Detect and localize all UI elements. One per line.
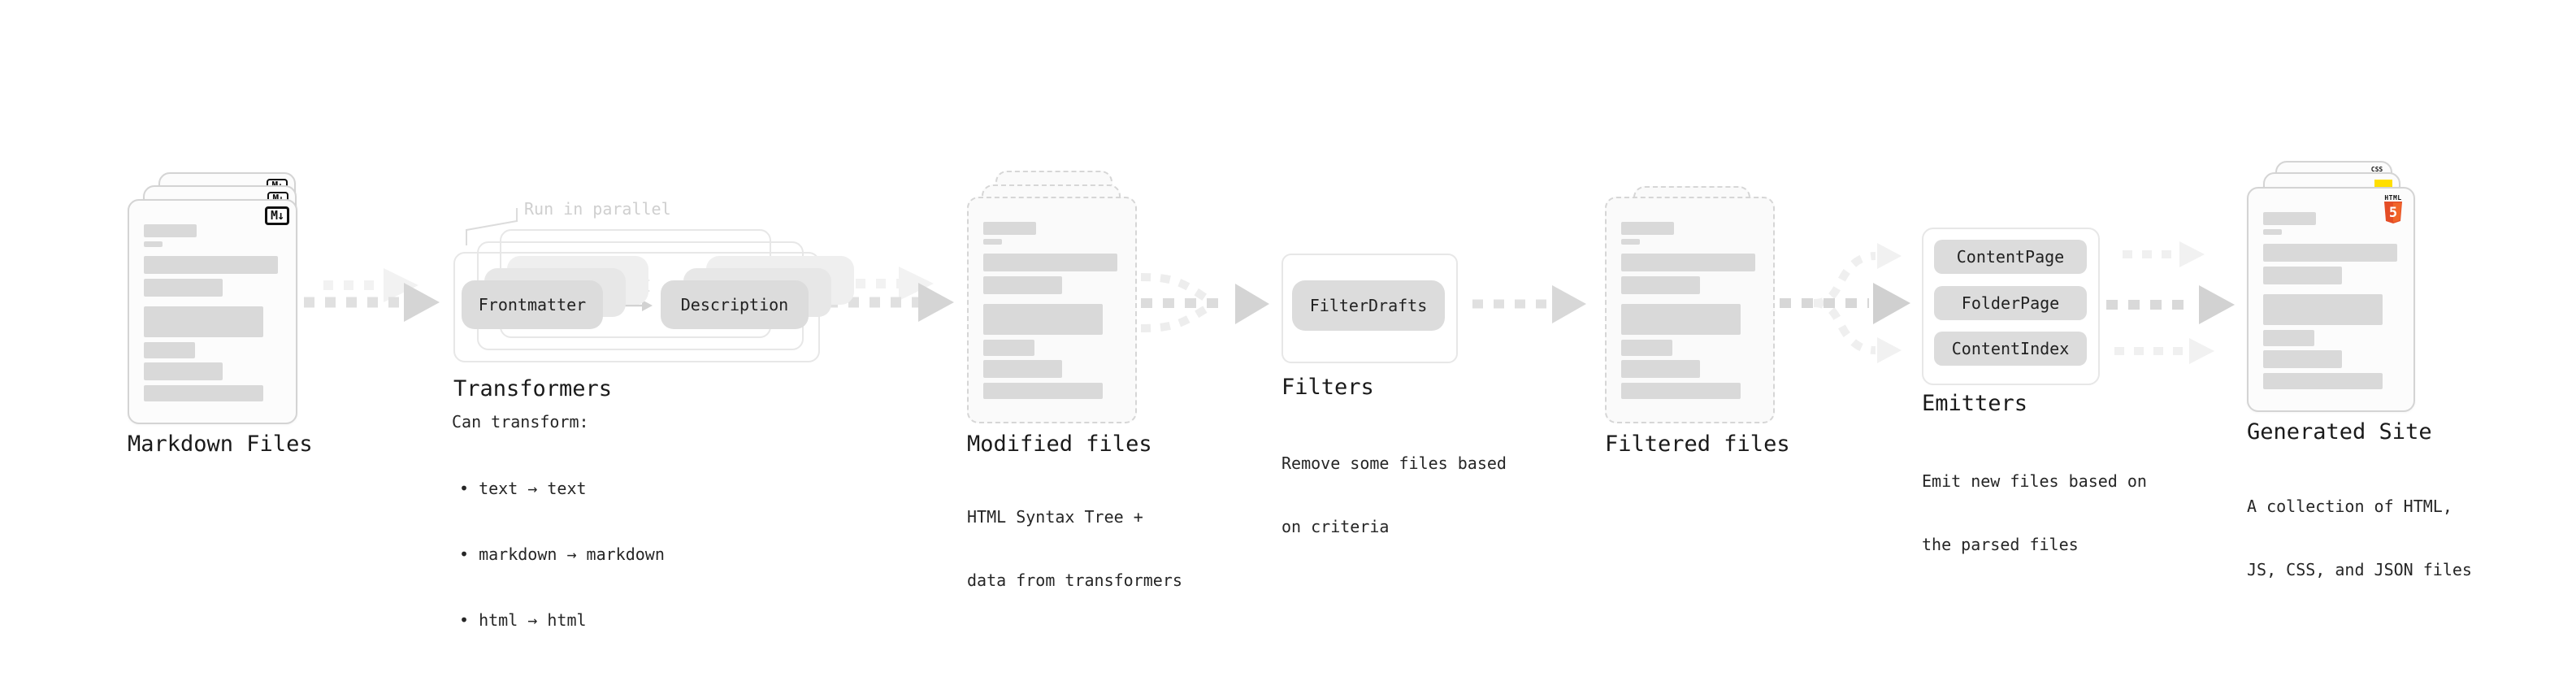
text-line-placeholder [2263,267,2342,284]
text-line-placeholder [983,360,1062,378]
transformers-title: Transformers [453,376,613,401]
text-line-placeholder [1621,239,1640,245]
html5-word: HTML [2384,194,2402,202]
filters-desc: Remove some files based on criteria [1281,410,1507,579]
text-line-placeholder [983,340,1034,356]
desc-line: data from transformers [967,570,1182,590]
modified-files-desc: HTML Syntax Tree + data from transformer… [967,464,1182,633]
text-line-placeholder [983,239,1002,245]
text-line-placeholder [983,254,1117,271]
bullet-item: • markdown → markdown [459,544,665,564]
site-file-html: HTML 5 [2247,187,2415,412]
desc-line: Remove some files based [1281,453,1507,473]
contentindex-pill: ContentIndex [1934,332,2087,366]
text-line-placeholder [1621,340,1672,356]
desc-line: the parsed files [1922,535,2079,554]
text-line-placeholder [1621,222,1674,235]
bullet-item: • text → text [459,479,587,498]
description-pill: Description [661,280,809,329]
generated-site-label: Generated Site [2247,419,2432,445]
contentpage-pill: ContentPage [1934,240,2087,274]
desc-line: on criteria [1281,517,1390,536]
transformers-desc-heading: Can transform: [452,412,589,432]
text-line-placeholder [2263,373,2383,389]
text-line-placeholder [144,385,263,401]
transformers-bullet-list: • text → text • markdown → markdown • ht… [459,434,665,675]
text-line-placeholder [144,342,195,358]
text-line-placeholder [983,276,1062,294]
text-line-placeholder [2263,350,2342,368]
text-line-placeholder [1621,360,1700,378]
arrow-filtered-to-emitters [1780,243,1910,363]
text-line-placeholder [983,383,1103,399]
text-line-placeholder [144,306,263,337]
text-line-placeholder [144,224,197,237]
text-line-placeholder [2263,294,2383,325]
text-line-placeholder [2263,229,2282,235]
text-line-placeholder [1621,254,1755,271]
text-line-placeholder [144,362,223,380]
filtered-file-front [1605,197,1775,423]
filterdrafts-pill: FilterDrafts [1292,280,1445,331]
css-label: CSS [2370,166,2383,173]
text-line-placeholder [983,304,1103,335]
arrow-filters-to-filtered [1472,285,1586,323]
text-line-placeholder [144,256,278,274]
emitters-title: Emitters [1922,391,2028,416]
svg-text:5: 5 [2389,205,2397,221]
generated-site-desc: A collection of HTML, JS, CSS, and JSON … [2247,453,2472,622]
modified-files-label: Modified files [967,432,1152,457]
text-line-placeholder [2263,330,2314,346]
text-line-placeholder [144,279,223,297]
markdown-file-front: M↓ [128,199,297,424]
text-line-placeholder [1621,304,1741,335]
text-line-placeholder [1621,276,1700,294]
markdown-icon: M↓ [264,206,289,225]
bullet-item: • html → html [459,610,587,630]
folderpage-pill: FolderPage [1934,286,2087,320]
arrow-markdown-to-transformers [304,268,440,322]
modified-file-front [967,197,1137,423]
frontmatter-pill: Frontmatter [462,280,603,329]
html5-shield: 5 [2384,202,2402,223]
text-line-placeholder [2263,212,2316,225]
text-line-placeholder [2263,244,2397,262]
text-line-placeholder [144,241,163,247]
arrow-modified-to-filters [1140,273,1269,332]
markdown-files-label: Markdown Files [128,432,313,457]
arrow-emitters-to-site [2106,241,2235,364]
desc-line: HTML Syntax Tree + [967,507,1143,527]
filtered-files-label: Filtered files [1605,432,1790,457]
desc-line: Emit new files based on [1922,471,2147,491]
emitters-desc: Emit new files based on the parsed files [1922,428,2147,597]
text-line-placeholder [983,222,1036,235]
text-line-placeholder [1621,383,1741,399]
filters-title: Filters [1281,375,1374,400]
run-in-parallel-annotation: Run in parallel [524,199,671,219]
html5-icon: HTML 5 [2383,194,2404,227]
desc-line: A collection of HTML, [2247,497,2452,516]
desc-line: JS, CSS, and JSON files [2247,560,2472,579]
